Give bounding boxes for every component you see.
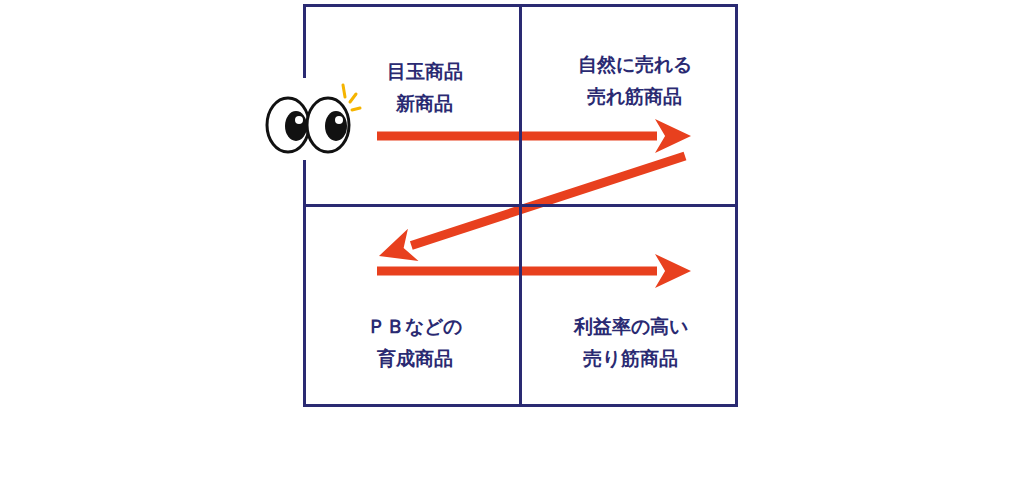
arrow-head: [655, 119, 691, 153]
arrow-shaft: [377, 267, 657, 276]
flow-arrow: [377, 254, 691, 288]
quadrant-box: 利益率の高い 売り筋商品: [519, 204, 738, 407]
flow-arrow: [377, 119, 691, 153]
quadrant-label: 自然に売れる 売れ筋商品: [572, 48, 697, 112]
quadrant-box: ＰＢなどの 育成商品: [303, 204, 522, 407]
eyes: [267, 85, 360, 152]
flow-arrow: [379, 156, 685, 261]
arrow-head: [655, 254, 691, 288]
quadrant-box: 自然に売れる 売れ筋商品: [519, 4, 738, 207]
arrow-shaft: [411, 156, 685, 245]
quadrant-box: 目玉商品 新商品: [303, 4, 522, 207]
quadrant-label: ＰＢなどの 育成商品: [352, 310, 477, 374]
grid-border: [303, 160, 306, 207]
quadrant-label: 目玉商品 新商品: [362, 55, 487, 119]
grid-border: [303, 4, 306, 78]
arrow-shaft: [377, 132, 657, 141]
arrow-head: [379, 229, 418, 261]
quadrant-label: 利益率の高い 売り筋商品: [568, 310, 693, 374]
